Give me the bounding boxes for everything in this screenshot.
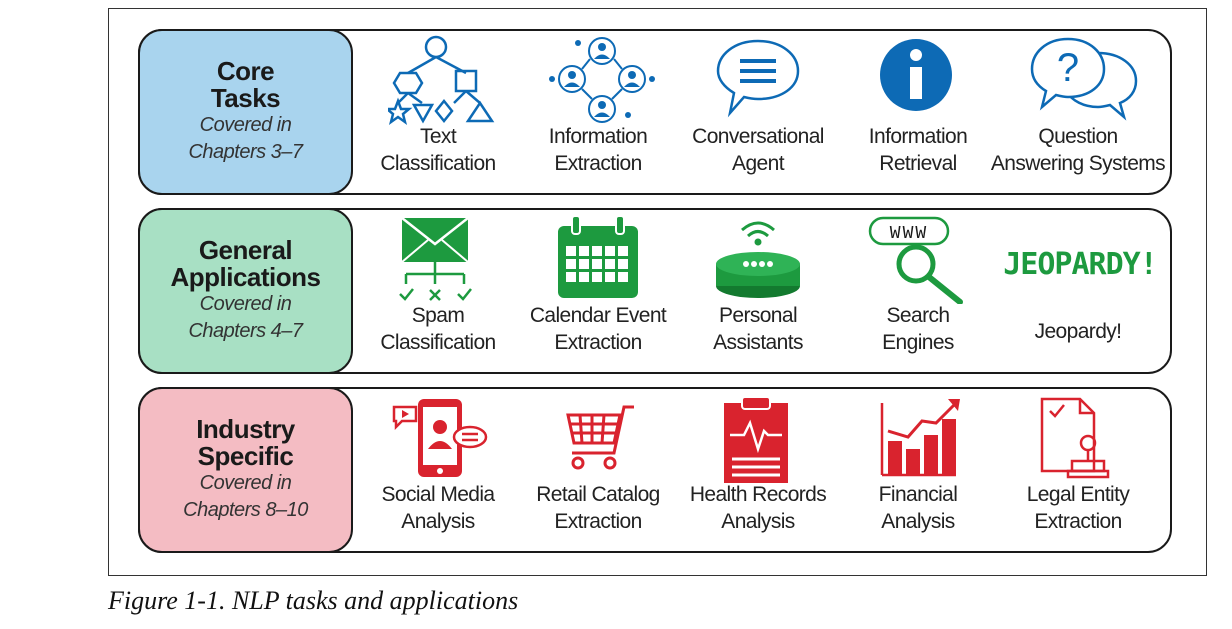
row-industry-specific: Industry Specific Covered in Chapters 8–…	[138, 387, 1172, 553]
item-text-classification: Text Classification	[358, 31, 518, 193]
figure-frame	[108, 8, 1207, 576]
row-label-general-applications: General Applications Covered in Chapters…	[138, 208, 353, 374]
item-label-line: Financial	[878, 483, 958, 506]
smart-speaker-icon	[716, 221, 800, 298]
item-conversational-agent: Conversational Agent	[678, 31, 838, 193]
item-label-line: Retail Catalog	[536, 483, 660, 506]
row-subtitle-line: Chapters 3–7	[188, 141, 303, 163]
item-label-line: Extraction	[1034, 510, 1122, 533]
item-label: Financial Analysis	[828, 481, 1008, 535]
item-information-extraction: Information Extraction	[518, 31, 678, 193]
item-label: Legal Entity Extraction	[988, 481, 1168, 535]
row-subtitle-line: Chapters 4–7	[188, 320, 303, 342]
item-search-engines: WWW Search Engines	[838, 210, 998, 372]
rising-bar-chart-icon	[880, 399, 960, 477]
item-label-line: Text	[419, 125, 457, 148]
row-title-line: General	[198, 235, 293, 265]
info-circle-icon	[880, 39, 952, 111]
hierarchy-shapes-icon	[388, 35, 495, 125]
row-core-tasks: Core Tasks Covered in Chapters 3–7 Text …	[138, 29, 1172, 195]
speech-bubble-icon	[716, 39, 800, 118]
item-label: Information Extraction	[508, 123, 688, 177]
item-financial-analysis: Financial Analysis	[838, 389, 998, 551]
social-media-phone-icon	[392, 399, 488, 477]
item-label-line: Retrieval	[879, 152, 957, 175]
item-label: Personal Assistants	[668, 302, 848, 356]
item-label: Information Retrieval	[828, 123, 1008, 177]
row-title-line: Tasks	[210, 83, 281, 113]
item-label-line: Conversational	[692, 125, 824, 148]
item-label: Conversational Agent	[668, 123, 848, 177]
item-spam-classification: Spam Classification	[358, 210, 518, 372]
www-magnifier-icon: WWW	[868, 216, 963, 304]
item-label: Question Answering Systems	[988, 123, 1168, 177]
item-label-line: Information	[548, 125, 648, 148]
item-label: Calendar Event Extraction	[508, 302, 688, 356]
item-label-line: Extraction	[554, 152, 642, 175]
legal-stamp-document-icon	[1040, 397, 1110, 479]
item-label: Text Classification	[348, 123, 528, 177]
item-label-line: Health Records	[689, 483, 827, 506]
item-label-line: Calendar Event	[529, 304, 667, 327]
item-legal-entity-extraction: Legal Entity Extraction	[998, 389, 1158, 551]
jeopardy-logo-icon: JEOPARDY!	[1003, 247, 1158, 282]
www-badge-text: WWW	[890, 224, 928, 244]
item-information-retrieval: Information Retrieval	[838, 31, 998, 193]
row-subtitle-line: Covered in	[199, 472, 292, 494]
item-label-line: Classification	[380, 152, 496, 175]
item-label: Search Engines	[828, 302, 1008, 356]
row-general-applications: General Applications Covered in Chapters…	[138, 208, 1172, 374]
item-label-line: Search	[886, 304, 951, 327]
item-label-line: Agent	[732, 152, 784, 175]
item-label-line: Extraction	[554, 331, 642, 354]
item-label-line: Social Media	[381, 483, 495, 506]
item-label-line: Analysis	[401, 510, 475, 533]
item-label: Social Media Analysis	[348, 481, 528, 535]
item-label-line: Answering Systems	[990, 152, 1166, 175]
item-label: Jeopardy!	[988, 318, 1168, 345]
calendar-icon	[558, 215, 638, 298]
item-label-line: Personal	[718, 304, 798, 327]
item-label-line: Engines	[882, 331, 954, 354]
item-question-answering: ? Question Answering Systems	[991, 31, 1166, 193]
row-label-core-tasks: Core Tasks Covered in Chapters 3–7	[138, 29, 353, 195]
row-subtitle-line: Covered in	[199, 114, 292, 136]
item-personal-assistants: Personal Assistants	[678, 210, 838, 372]
row-title-line: Core	[216, 56, 275, 86]
item-label-line: Analysis	[721, 510, 795, 533]
row-title-line: Applications	[170, 262, 321, 292]
item-label-line: Jeopardy!	[1034, 320, 1122, 343]
item-label: Retail Catalog Extraction	[508, 481, 688, 535]
item-label-line: Analysis	[881, 510, 955, 533]
item-health-records-analysis: Health Records Analysis	[678, 389, 838, 551]
item-calendar-event-extraction: Calendar Event Extraction	[518, 210, 678, 372]
envelope-sorting-icon	[399, 217, 472, 301]
item-label-line: Classification	[380, 331, 496, 354]
item-retail-catalog-extraction: Retail Catalog Extraction	[518, 389, 678, 551]
shopping-cart-icon	[566, 405, 634, 470]
svg-text:?: ?	[1057, 46, 1079, 90]
item-label-line: Extraction	[554, 510, 642, 533]
jeopardy-logo-text: JEOPARDY!	[1003, 247, 1157, 282]
row-label-industry-specific: Industry Specific Covered in Chapters 8–…	[138, 387, 353, 553]
row-subtitle-line: Covered in	[199, 293, 292, 315]
item-jeopardy: JEOPARDY! Jeopardy!	[998, 210, 1158, 372]
item-label-line: Assistants	[713, 331, 803, 354]
row-title-line: Industry	[196, 414, 295, 444]
item-label-line: Question	[1038, 125, 1118, 148]
row-title-line: Specific	[197, 441, 294, 471]
connected-people-network-icon	[549, 37, 655, 123]
figure-caption: Figure 1-1. NLP tasks and applications	[108, 586, 519, 615]
row-subtitle-line: Chapters 8–10	[183, 499, 308, 521]
item-label-line: Information	[868, 125, 968, 148]
item-label-line: Spam	[411, 304, 465, 327]
item-label: Health Records Analysis	[668, 481, 848, 535]
item-social-media-analysis: Social Media Analysis	[358, 389, 518, 551]
medical-clipboard-icon	[724, 396, 788, 483]
item-label-line: Legal Entity	[1026, 483, 1130, 506]
question-speech-bubbles-icon: ?	[1030, 37, 1138, 121]
item-label: Spam Classification	[348, 302, 528, 356]
